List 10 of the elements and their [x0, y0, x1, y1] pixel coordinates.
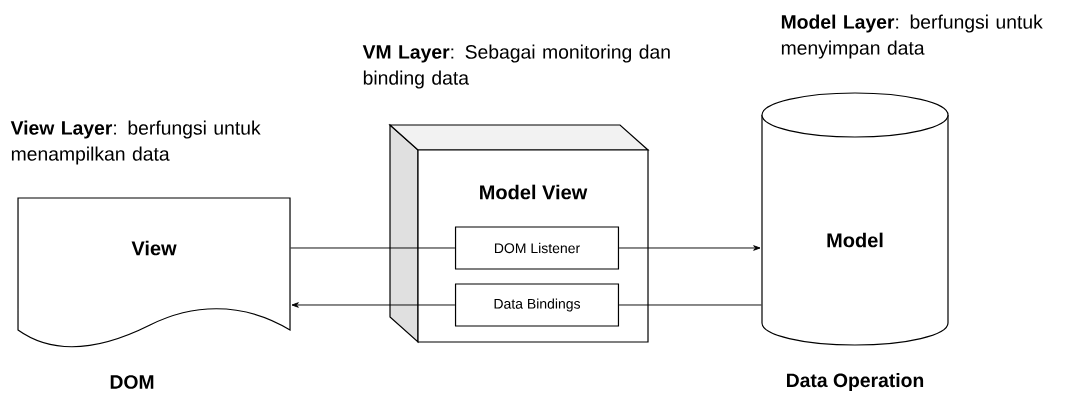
arrow	[618, 245, 761, 251]
caption-label: Data Operation	[787, 373, 924, 391]
annotation-text: Model Layer: berfungsi untuk menyimpan data	[781, 14, 1043, 59]
annotation-text: VM Layer: Sebagai monitoring dan binding data	[362, 44, 670, 89]
annotation-text: View Layer: berfungsi untuk menampilkan data	[10, 120, 261, 165]
caption-label: DOM	[110, 375, 154, 389]
database-cylinder: Model	[761, 92, 949, 346]
process-box: Data Bindings	[454, 283, 620, 327]
arrow	[291, 302, 456, 308]
process-box: DOM Listener	[454, 226, 620, 270]
